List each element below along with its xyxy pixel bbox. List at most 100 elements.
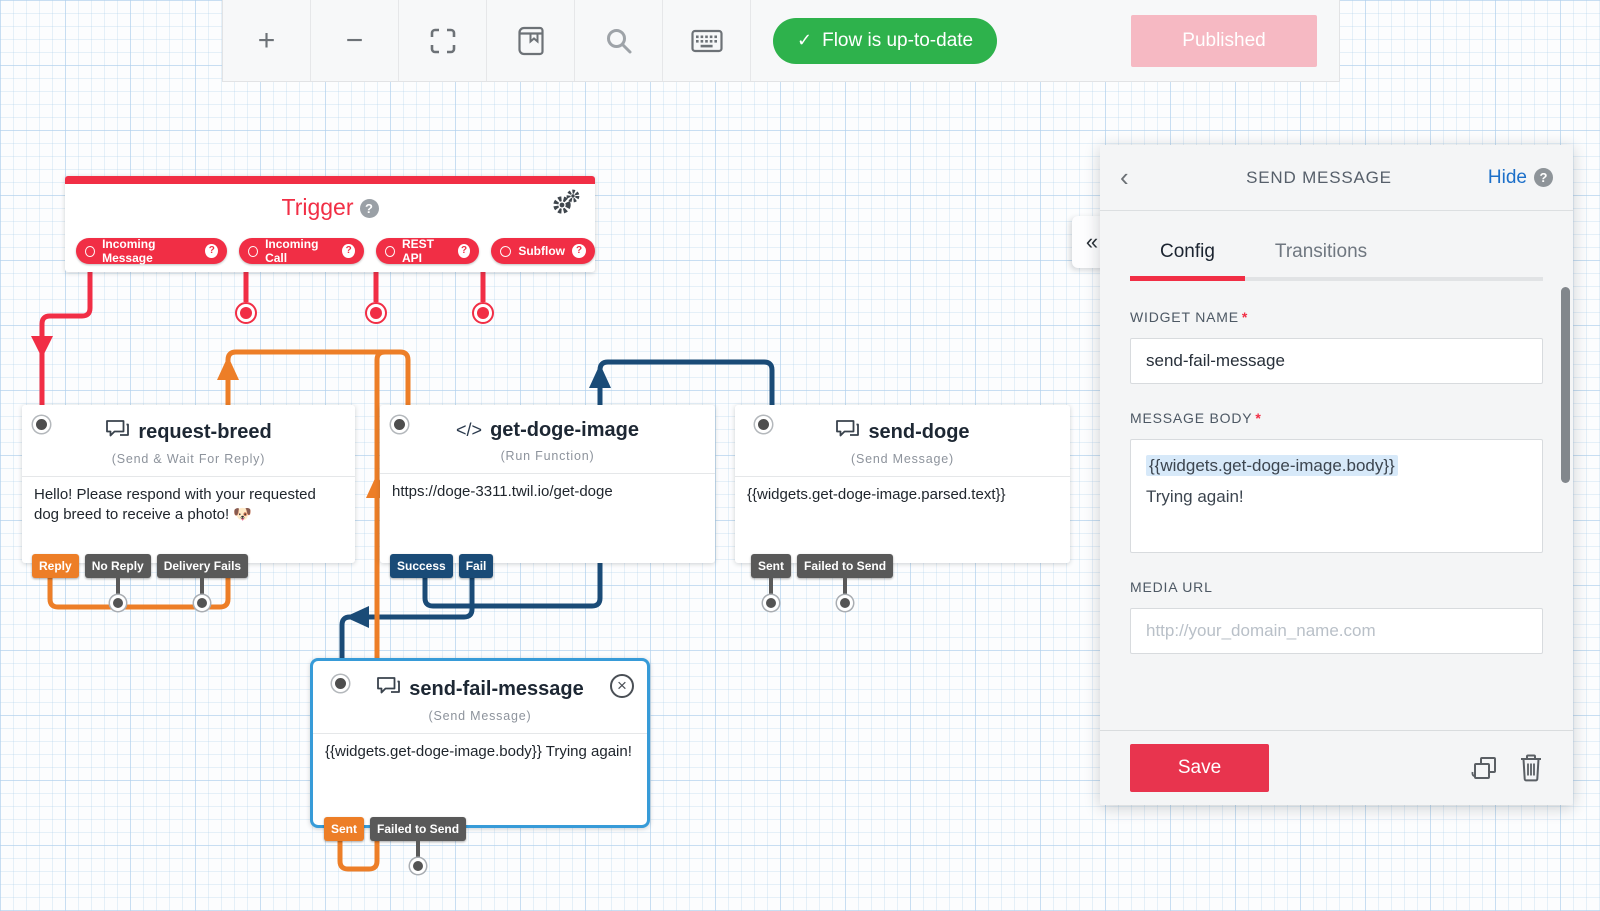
media-url-input[interactable] bbox=[1130, 608, 1543, 654]
message-icon bbox=[105, 419, 130, 445]
zoom-in-button[interactable]: + bbox=[223, 0, 311, 81]
help-icon[interactable]: ? bbox=[359, 199, 379, 218]
transition-tag-fail[interactable]: Fail bbox=[458, 554, 494, 578]
keyboard-icon bbox=[690, 29, 723, 52]
input-port[interactable] bbox=[755, 416, 772, 433]
media-url-label: MEDIA URL bbox=[1130, 579, 1213, 595]
widget-type: (Run Function) bbox=[500, 449, 595, 463]
flow-status-button[interactable]: ✓ Flow is up-to-date bbox=[773, 17, 998, 64]
close-icon[interactable]: × bbox=[610, 674, 634, 698]
transition-tag-sent[interactable]: Sent bbox=[751, 554, 792, 611]
help-icon[interactable]: ? bbox=[457, 244, 471, 258]
widget-get-doge-image[interactable]: </> get-doge-image (Run Function) https:… bbox=[380, 405, 715, 578]
required-asterisk: * bbox=[1241, 309, 1249, 325]
widget-body-text: {{widgets.get-doge-image.body}} Trying a… bbox=[325, 743, 632, 760]
trigger-title: Trigger? bbox=[65, 194, 595, 221]
trigger-pills: Incoming Message ? Incoming Call ? REST … bbox=[76, 237, 595, 265]
output-port[interactable] bbox=[410, 858, 427, 874]
widget-name-label: WIDGET NAME* bbox=[1130, 309, 1249, 325]
widget-send-doge[interactable]: send-doge (Send Message) {{widgets.get-d… bbox=[735, 405, 1070, 611]
back-chevron-icon[interactable]: ‹ bbox=[1120, 162, 1129, 192]
port-ring-icon bbox=[248, 245, 259, 257]
port-ring-icon bbox=[384, 245, 395, 257]
template-token: {{widgets.get-doge-image.body}} bbox=[1146, 455, 1398, 476]
keyboard-shortcuts-button[interactable] bbox=[663, 0, 751, 81]
divider bbox=[313, 733, 647, 734]
canvas-toolbar: + − ✓ Flow is up-to-date Published bbox=[222, 0, 1340, 82]
required-asterisk: * bbox=[1255, 410, 1262, 426]
port-ring-icon bbox=[500, 245, 512, 257]
panel-title: SEND MESSAGE bbox=[1246, 167, 1392, 187]
output-port[interactable] bbox=[837, 595, 854, 611]
trigger-pill-incoming-message[interactable]: Incoming Message ? bbox=[76, 237, 228, 265]
connector-stem bbox=[416, 841, 421, 860]
output-port[interactable] bbox=[194, 595, 211, 611]
transition-tag-reply[interactable]: Reply bbox=[32, 554, 79, 578]
transition-tag-success[interactable]: Success bbox=[390, 554, 453, 578]
trigger-pill-rest-api[interactable]: REST API ? bbox=[375, 237, 480, 265]
message-icon bbox=[835, 419, 860, 445]
port-ring-icon bbox=[85, 245, 96, 257]
transition-tag-failed-to-send[interactable]: Failed to Send bbox=[370, 817, 467, 874]
widget-type: (Send Message) bbox=[428, 709, 532, 723]
widget-type: (Send Message) bbox=[851, 452, 954, 466]
trigger-widget[interactable]: Trigger? Incoming Message ? Incoming Cal… bbox=[65, 176, 595, 272]
check-icon: ✓ bbox=[797, 30, 813, 50]
divider bbox=[380, 473, 715, 474]
widget-request-breed[interactable]: request-breed (Send & Wait For Reply) He… bbox=[22, 405, 355, 611]
widget-type: (Send & Wait For Reply) bbox=[111, 452, 266, 466]
transition-tag-failed-to-send[interactable]: Failed to Send bbox=[797, 554, 894, 611]
save-button[interactable]: Save bbox=[1130, 744, 1269, 792]
trigger-pill-incoming-call[interactable]: Incoming Call ? bbox=[239, 237, 364, 265]
connector-stem bbox=[843, 578, 848, 597]
tab-config[interactable]: Config bbox=[1130, 231, 1245, 281]
gear-settings-icon[interactable] bbox=[551, 188, 581, 221]
widget-title: get-doge-image bbox=[490, 419, 639, 441]
trigger-pill-subflow[interactable]: Subflow ? bbox=[491, 238, 595, 264]
widget-config-panel: ‹ SEND MESSAGE Hide ? Config Transitions… bbox=[1100, 145, 1573, 805]
help-icon[interactable]: ? bbox=[1534, 168, 1553, 187]
panel-tabs: Config Transitions bbox=[1130, 231, 1543, 281]
fit-view-icon bbox=[430, 28, 455, 53]
widget-send-fail-message[interactable]: send-fail-message × (Send Message) {{wid… bbox=[310, 658, 650, 874]
input-port[interactable] bbox=[33, 416, 50, 433]
zoom-out-button[interactable]: − bbox=[311, 0, 399, 81]
duplicate-widget-icon[interactable] bbox=[1471, 754, 1499, 782]
help-icon[interactable]: ? bbox=[342, 244, 355, 258]
transition-tag-sent[interactable]: Sent bbox=[324, 817, 365, 841]
delete-widget-icon[interactable] bbox=[1519, 753, 1543, 783]
message-body-text: Trying again! bbox=[1146, 487, 1244, 507]
widget-name-input[interactable] bbox=[1130, 338, 1543, 384]
widget-title: send-doge bbox=[868, 420, 970, 443]
output-port[interactable] bbox=[109, 595, 126, 611]
widget-title: request-breed bbox=[138, 420, 272, 443]
message-body-editor[interactable]: {{widgets.get-doge-image.body}} Trying a… bbox=[1130, 439, 1543, 553]
panel-footer: Save bbox=[1100, 730, 1573, 805]
panel-scrollbar[interactable] bbox=[1561, 287, 1570, 483]
search-icon bbox=[606, 28, 631, 53]
tab-transitions[interactable]: Transitions bbox=[1274, 241, 1368, 262]
published-button[interactable]: Published bbox=[1131, 14, 1317, 67]
library-book-icon bbox=[517, 26, 544, 55]
output-port[interactable] bbox=[763, 595, 779, 611]
message-body-label: MESSAGE BODY* bbox=[1130, 410, 1262, 426]
help-icon[interactable]: ? bbox=[205, 244, 219, 258]
widget-title: send-fail-message bbox=[409, 677, 584, 700]
widget-body-text: Hello! Please respond with your requeste… bbox=[34, 486, 316, 524]
divider bbox=[22, 476, 355, 477]
message-icon bbox=[376, 676, 401, 702]
fit-view-button[interactable] bbox=[399, 0, 487, 81]
search-button[interactable] bbox=[575, 0, 663, 81]
connector-stem bbox=[115, 578, 120, 597]
widget-library-button[interactable] bbox=[487, 0, 575, 81]
code-icon: </> bbox=[456, 420, 483, 440]
hide-link[interactable]: Hide bbox=[1487, 166, 1527, 188]
widget-body-text: {{widgets.get-doge-image.parsed.text}} bbox=[747, 486, 1006, 503]
help-icon[interactable]: ? bbox=[572, 244, 586, 258]
input-port[interactable] bbox=[391, 416, 408, 433]
widget-body-text: https://doge-3311.twil.io/get-doge bbox=[392, 483, 613, 500]
transition-tag-delivery-fails[interactable]: Delivery Fails bbox=[156, 554, 249, 611]
connector-stem bbox=[769, 578, 773, 597]
transition-tag-no-reply[interactable]: No Reply bbox=[84, 554, 151, 611]
input-port[interactable] bbox=[332, 675, 349, 692]
